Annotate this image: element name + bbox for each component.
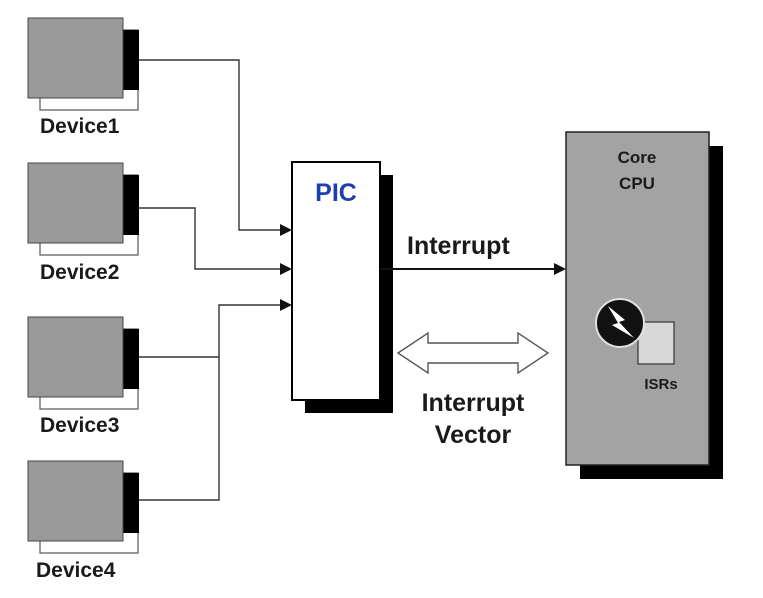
vector-label-line2: Vector [435, 421, 512, 449]
wire-device-3 [139, 299, 292, 358]
device-wires [139, 59, 292, 501]
device-1: Device1 [27, 17, 139, 138]
device-3-label: Device3 [40, 414, 119, 437]
interrupt-line: Interrupt [380, 232, 566, 275]
cpu-label-line1: Core [618, 148, 657, 167]
device-2-label: Device2 [40, 261, 119, 284]
wire-device-2 [139, 207, 292, 275]
device-4: Device4 [27, 460, 139, 582]
cpu-block: Core CPU ISRs [565, 131, 723, 479]
pic-block: PIC [291, 161, 393, 413]
device-4-label: Device4 [36, 559, 116, 582]
vector-label-line1: Interrupt [422, 389, 525, 417]
isr-label: ISRs [644, 376, 677, 393]
pic-label: PIC [315, 179, 357, 207]
double-arrow-icon [396, 331, 550, 375]
device-3: Device3 [27, 316, 139, 437]
interrupt-label: Interrupt [407, 232, 510, 260]
cpu-label-line2: CPU [619, 174, 655, 193]
device-1-label: Device1 [40, 115, 120, 138]
lightning-bolt-icon [595, 298, 645, 348]
device-2: Device2 [27, 162, 139, 284]
wire-device-4 [139, 357, 220, 501]
wire-device-1 [139, 59, 292, 236]
